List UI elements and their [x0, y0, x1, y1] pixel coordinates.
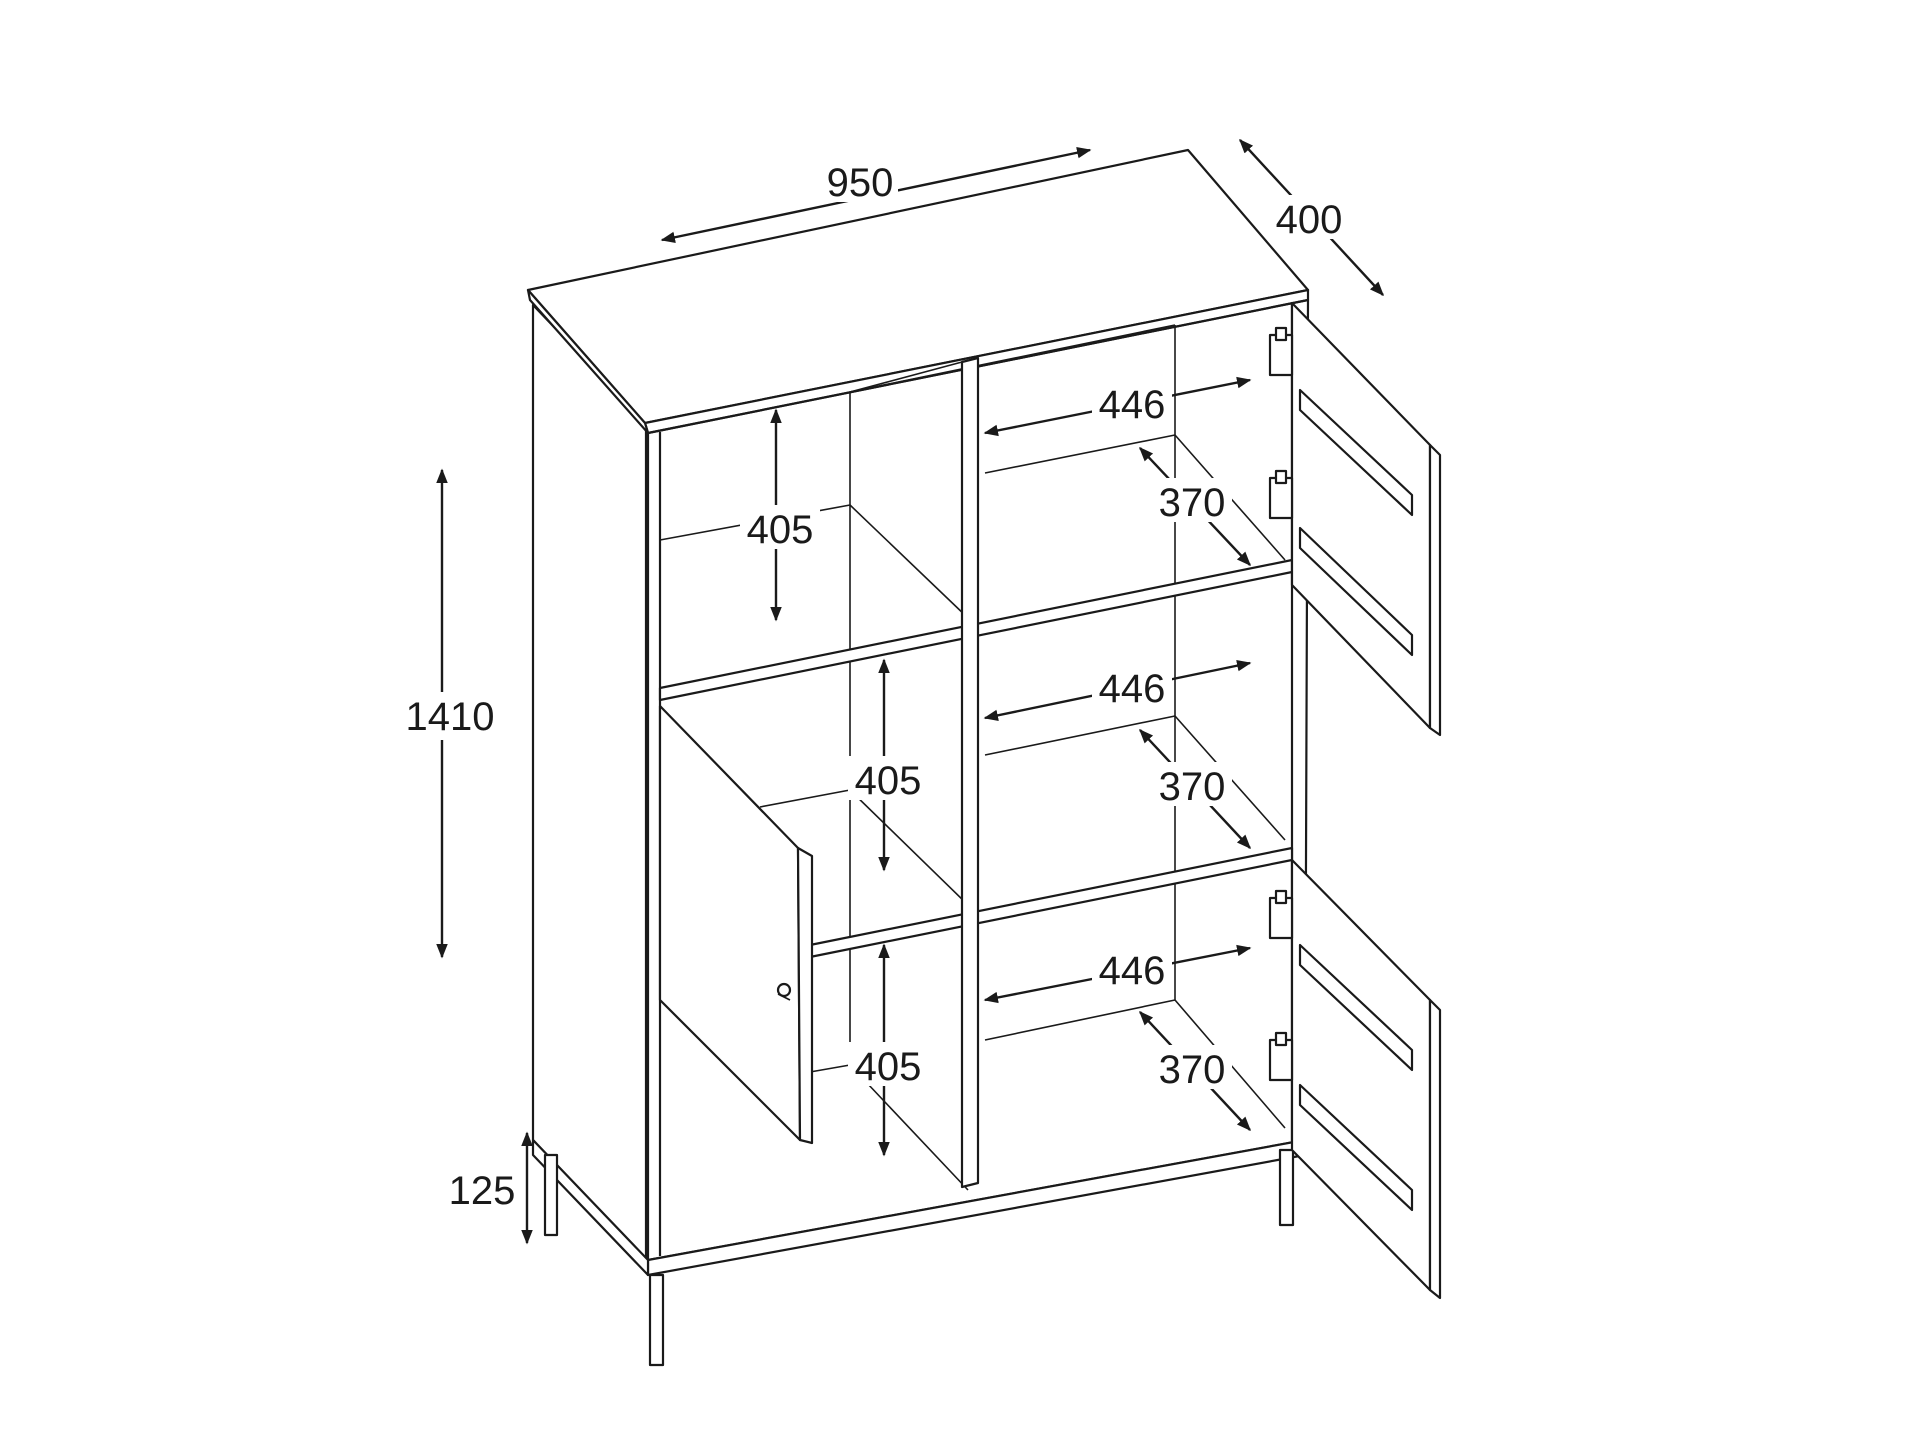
shelf-2-back-right: [984, 715, 1176, 756]
leg-back-left: [543, 1153, 559, 1237]
compartment-height-label-1: 405: [747, 508, 814, 552]
compartment-depth-label-1: 370: [1159, 481, 1226, 525]
door-top-right-batten-1: [1298, 388, 1414, 517]
door-top-right-batten-2: [1298, 526, 1414, 657]
leg-front-left: [648, 1273, 665, 1367]
height-label: 1410: [406, 695, 495, 739]
left-side-panel: [531, 303, 648, 1262]
hinge-bottom-lower: [1268, 1031, 1294, 1082]
shelf-2-back: [759, 789, 851, 808]
door-middle-left-edge: [796, 846, 814, 1145]
hinge-top-upper: [1268, 326, 1294, 377]
top-panel: [526, 148, 1310, 425]
door-bottom-right-batten-1: [1298, 943, 1414, 1072]
hinge-bottom-upper: [1268, 889, 1294, 940]
dimension-labels: 950 400 1410 125 446 446 446 370 370 370…: [398, 158, 1348, 1213]
cabinet-drawing: [526, 148, 1442, 1367]
back-panel-top: [849, 324, 1176, 393]
door-middle-left-knob: [776, 982, 792, 998]
divider-depth: [849, 361, 963, 393]
compartment-depth-label-2: 370: [1159, 765, 1226, 809]
door-middle-left: [658, 704, 802, 1142]
door-bottom-right: [1290, 858, 1432, 1292]
compartment-width-label-2: 446: [1099, 667, 1166, 711]
leg-height-label: 125: [449, 1169, 516, 1213]
vertical-divider: [960, 356, 980, 1189]
compartment-width-label-1: 446: [1099, 383, 1166, 427]
door-top-right: [1290, 301, 1432, 730]
width-label: 950: [827, 161, 894, 205]
door-bottom-right-edge: [1428, 998, 1442, 1300]
door-bottom-right-batten-2: [1298, 1083, 1414, 1212]
compartment-height-label-3: 405: [855, 1045, 922, 1089]
compartment-height-label-2: 405: [855, 759, 922, 803]
shelf-1-back-right: [984, 434, 1176, 474]
shelf-3-back-right: [984, 999, 1176, 1041]
door-top-right-edge: [1428, 443, 1442, 737]
hinge-top-lower: [1268, 469, 1294, 520]
shelf-1-side: [849, 504, 969, 619]
compartment-width-label-3: 446: [1099, 949, 1166, 993]
compartment-depth-label-3: 370: [1159, 1048, 1226, 1092]
shelf-3-back: [809, 1064, 851, 1073]
leg-front-right: [1278, 1148, 1295, 1227]
door-middle-left-knob-stem: [777, 993, 791, 1001]
depth-label: 400: [1276, 198, 1343, 242]
bottom-rail-side: [531, 1138, 650, 1277]
shelf-3: [808, 846, 1294, 959]
shelf-2-side: [849, 789, 969, 906]
